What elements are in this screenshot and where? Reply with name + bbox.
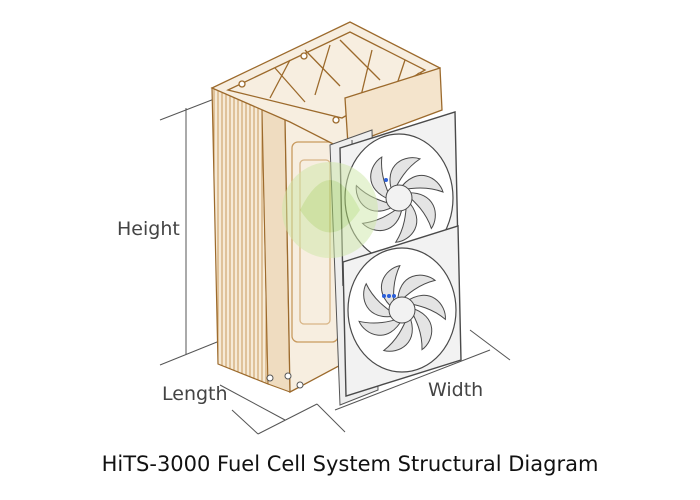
mounting-screws — [266, 372, 304, 389]
fan-icon — [354, 263, 452, 360]
dimension-lines — [159, 95, 511, 435]
length-dimension-line — [219, 384, 286, 421]
width-dimension-line — [334, 349, 491, 411]
heat-sink-fins — [211, 87, 291, 393]
led-indicator-icon — [384, 178, 388, 182]
led-indicator-icon — [382, 294, 396, 298]
watermark-logo — [282, 162, 378, 258]
fan-icon — [349, 148, 445, 247]
figure-caption: HiTS-3000 Fuel Cell System Structural Di… — [101, 452, 599, 476]
length-label: Length — [162, 383, 228, 405]
fan-lower — [342, 225, 462, 397]
height-label: Height — [117, 218, 180, 240]
side-frame — [344, 67, 443, 146]
width-label: Width — [428, 379, 484, 401]
